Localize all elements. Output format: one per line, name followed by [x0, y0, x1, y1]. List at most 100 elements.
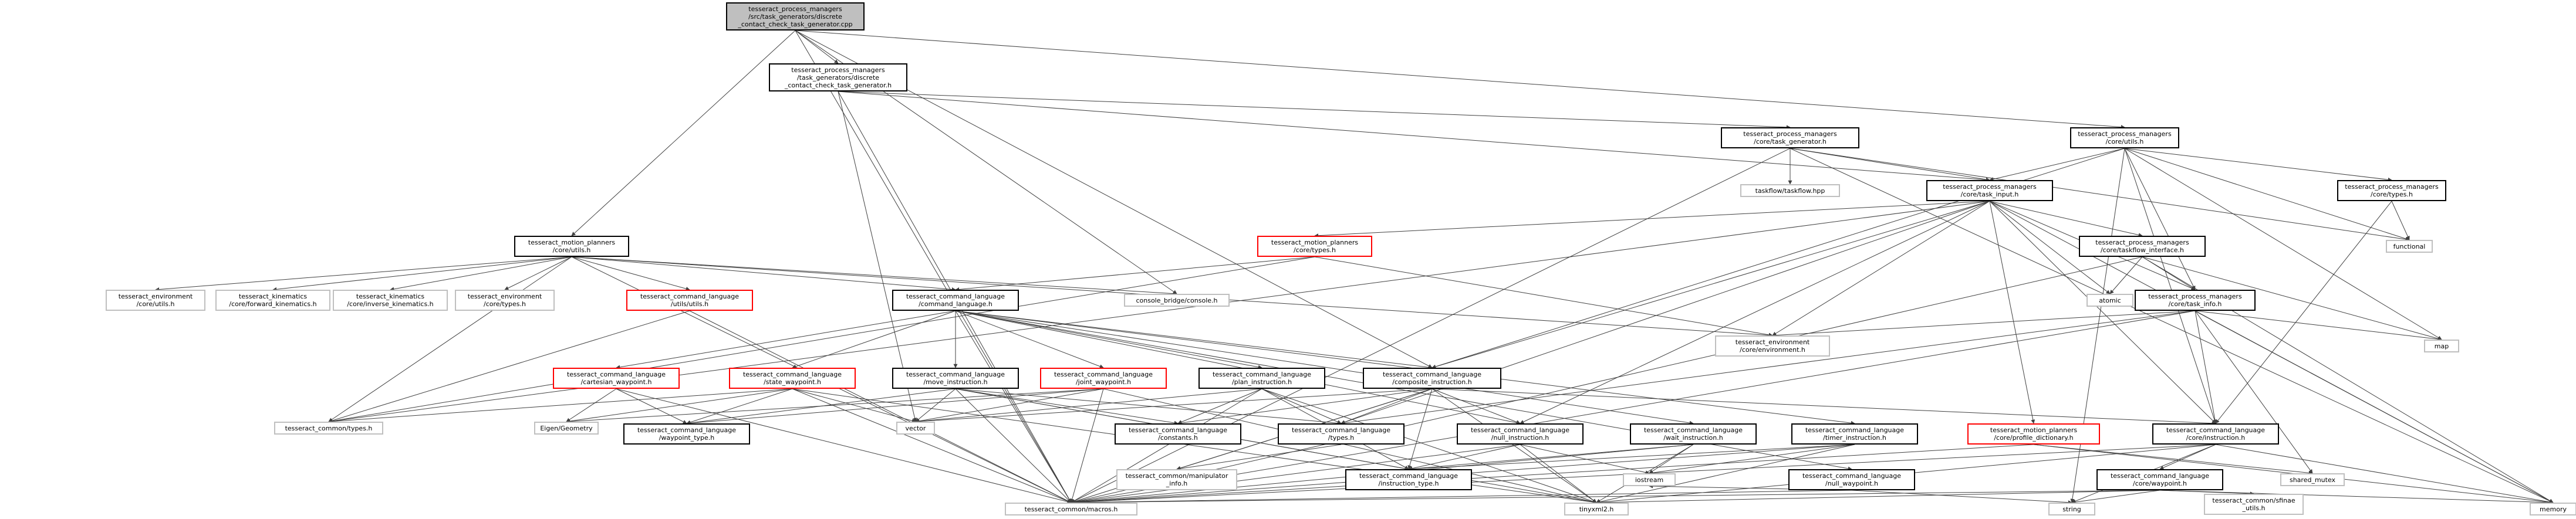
edge-root-to-mp_utils	[571, 30, 796, 236]
graph-node-joint-wp[interactable]: tesseract_command_language /joint_waypoi…	[1040, 368, 1167, 389]
graph-node-pm-types[interactable]: tesseract_process_managers /core/types.h	[2337, 180, 2446, 201]
graph-node-taskflow-iface[interactable]: tesseract_process_managers /core/taskflo…	[2079, 236, 2206, 257]
graph-node-cmd-lang[interactable]: tesseract_command_language /command_lang…	[892, 290, 1019, 311]
edge-task_input-to-env_env	[1772, 201, 1990, 336]
edge-cl_utils-to-macros	[689, 310, 1072, 503]
edge-task_info-to-env_env	[1772, 310, 2196, 338]
graph-node-env-env: tesseract_environment /core/environment.…	[1715, 335, 1830, 357]
edge-move_instr-to-vector	[915, 388, 956, 422]
graph-node-sfinae: tesseract_common/sfinae _utils.h	[2204, 494, 2304, 515]
graph-node-taskflow: taskflow/taskflow.hpp	[1740, 184, 1840, 197]
edge-cart_wp-to-macros	[616, 388, 1072, 504]
edge-composite_instr-to-null_instr	[1432, 388, 1521, 424]
edge-cmd_lang-to-wait_instr	[955, 310, 1694, 425]
edge-root-to-pm_utils	[795, 30, 2125, 130]
edge-task_info-to-macros	[1071, 310, 2196, 504]
edge-pm_utils-to-pm_types	[2124, 148, 2392, 182]
edge-joint_wp-to-eigen_geom	[566, 388, 1104, 424]
edge-state_wp-to-macros	[792, 388, 1072, 503]
edge-taskflow_iface-to-map	[2142, 256, 2442, 341]
edge-pm_utils-to-map	[2124, 148, 2442, 340]
graph-node-cart-wp[interactable]: tesseract_command_language /cartesian_wa…	[553, 368, 680, 389]
graph-node-profile-dict[interactable]: tesseract_motion_planners /core/profile_…	[1967, 423, 2100, 445]
edge-dcctg_h-to-vector	[838, 91, 917, 422]
edge-plan_instr-to-tinyxml2	[1261, 388, 1597, 504]
graph-node-common-types: tesseract_common/types.h	[274, 422, 383, 435]
edge-task_generator-to-memory	[1790, 148, 2554, 503]
edge-core_wp-to-string	[2071, 490, 2160, 504]
edge-pm_utils-to-task_info	[2124, 148, 2196, 290]
edge-cmd_lang-to-timer_instr	[955, 310, 1855, 425]
edge-composite_instr-to-constants	[1177, 388, 1433, 425]
graph-node-root[interactable]: tesseract_process_managers /src/task_gen…	[726, 2, 865, 30]
graph-node-task-input[interactable]: tesseract_process_managers /core/task_in…	[1926, 180, 2053, 201]
edge-cmd_lang-to-null_instr	[955, 310, 1521, 425]
graph-node-constants[interactable]: tesseract_command_language /constants.h	[1115, 423, 1241, 445]
graph-node-mp-utils[interactable]: tesseract_motion_planners /core/utils.h	[514, 236, 629, 257]
edge-task_generator-to-functional	[1790, 148, 2410, 242]
graph-node-cl-utils[interactable]: tesseract_command_language /utils/utils.…	[626, 290, 753, 311]
edge-plan_instr-to-vector	[915, 388, 1262, 423]
edge-profile_dict-to-shared_mutex	[2033, 444, 2313, 475]
graph-node-state-wp[interactable]: tesseract_command_language /state_waypoi…	[729, 368, 856, 389]
edge-task_info-to-shared_mutex	[2195, 310, 2313, 474]
graph-node-console-bridge: console_bridge/console.h	[1124, 294, 1230, 307]
graph-node-env-utils: tesseract_environment /core/utils.h	[106, 290, 205, 311]
graph-node-move-instr[interactable]: tesseract_command_language /move_instruc…	[892, 368, 1019, 389]
graph-node-composite-instr[interactable]: tesseract_command_language /composite_in…	[1363, 368, 1501, 389]
graph-node-core-instr[interactable]: tesseract_command_language /core/instruc…	[2152, 423, 2279, 445]
graph-node-map: map	[2424, 340, 2459, 352]
edge-core_wp-to-macros	[1071, 490, 2160, 505]
graph-node-task-info[interactable]: tesseract_process_managers /core/task_in…	[2135, 290, 2256, 311]
edge-mp_utils-to-env_types	[504, 256, 572, 290]
edge-state_wp-to-common_types	[328, 388, 793, 424]
edge-task_generator-to-task_input	[1790, 148, 1990, 182]
graph-node-functional: functional	[2386, 240, 2433, 253]
edge-taskflow_iface-to-atomic	[2109, 256, 2143, 294]
edge-task_info-to-memory	[2195, 310, 2554, 503]
graph-node-core-wp[interactable]: tesseract_command_language /core/waypoin…	[2096, 469, 2223, 490]
edge-root-to-dcctg_h	[795, 30, 839, 64]
graph-node-memory: memory	[2530, 503, 2576, 515]
graph-node-iostream: iostream	[1623, 473, 1676, 486]
graph-node-pm-utils[interactable]: tesseract_process_managers /core/utils.h	[2070, 127, 2179, 148]
edge-mp_utils-to-fwd_kin	[272, 256, 572, 291]
edge-task_input-to-taskflow_iface	[1989, 201, 2143, 238]
edge-core_wp-to-tinyxml2	[1596, 490, 2160, 505]
edge-mp_utils-to-cl_utils	[571, 256, 690, 291]
graph-node-mp-types[interactable]: tesseract_motion_planners /core/types.h	[1257, 236, 1372, 257]
graph-node-atomic: atomic	[2087, 294, 2133, 307]
edge-pm_utils-to-task_input	[1989, 148, 2125, 181]
graph-node-timer-instr[interactable]: tesseract_command_language /timer_instru…	[1791, 423, 1918, 445]
edge-state_wp-to-eigen_geom	[566, 388, 793, 423]
graph-node-instr-type[interactable]: tesseract_command_language /instruction_…	[1345, 469, 1472, 490]
graph-node-null-wp[interactable]: tesseract_command_language /null_waypoin…	[1788, 469, 1915, 490]
graph-node-dcctg-h[interactable]: tesseract_process_managers /task_generat…	[769, 63, 907, 91]
edge-task_input-to-atomic	[1989, 201, 2111, 294]
graph-node-inv-kin: tesseract_kinematics /core/inverse_kinem…	[333, 290, 448, 311]
edge-task_input-to-profile_dict	[1989, 201, 2035, 424]
graph-node-cl-types[interactable]: tesseract_command_language /types.h	[1278, 423, 1405, 445]
edge-pm_utils-to-core_instr	[2124, 148, 2217, 424]
edge-move_instr-to-macros	[955, 388, 1072, 503]
edge-plan_instr-to-constants	[1177, 388, 1262, 424]
graph-node-waypoint-type[interactable]: tesseract_command_language /waypoint_typ…	[623, 423, 750, 445]
edge-cmd_lang-to-composite_instr	[955, 310, 1433, 369]
graph-node-null-instr[interactable]: tesseract_command_language /null_instruc…	[1457, 423, 1584, 445]
graph-node-plan-instr[interactable]: tesseract_command_language /plan_instruc…	[1198, 368, 1325, 389]
edge-task_info-to-cl_types	[1341, 310, 2196, 425]
edge-mp_utils-to-inv_kin	[390, 256, 572, 291]
edge-composite_instr-to-core_instr	[1432, 388, 2216, 426]
edge-composite_instr-to-vector	[915, 388, 1433, 424]
edge-task_info-to-core_instr	[2195, 310, 2217, 424]
graph-node-wait-instr[interactable]: tesseract_command_language /wait_instruc…	[1630, 423, 1757, 445]
edge-joint_wp-to-waypoint_type	[686, 388, 1104, 425]
edge-taskflow_iface-to-macros	[1071, 256, 2143, 504]
graph-node-task-generator[interactable]: tesseract_process_managers /core/task_ge…	[1721, 127, 1859, 148]
edge-mp_utils-to-cmd_lang	[571, 256, 956, 291]
edge-dcctg_h-to-task_input	[838, 91, 1990, 182]
edge-profile_dict-to-macros	[1071, 444, 2034, 505]
graph-node-macros: tesseract_common/macros.h	[1005, 503, 1137, 515]
edge-task_input-to-null_instr	[1520, 201, 1990, 424]
